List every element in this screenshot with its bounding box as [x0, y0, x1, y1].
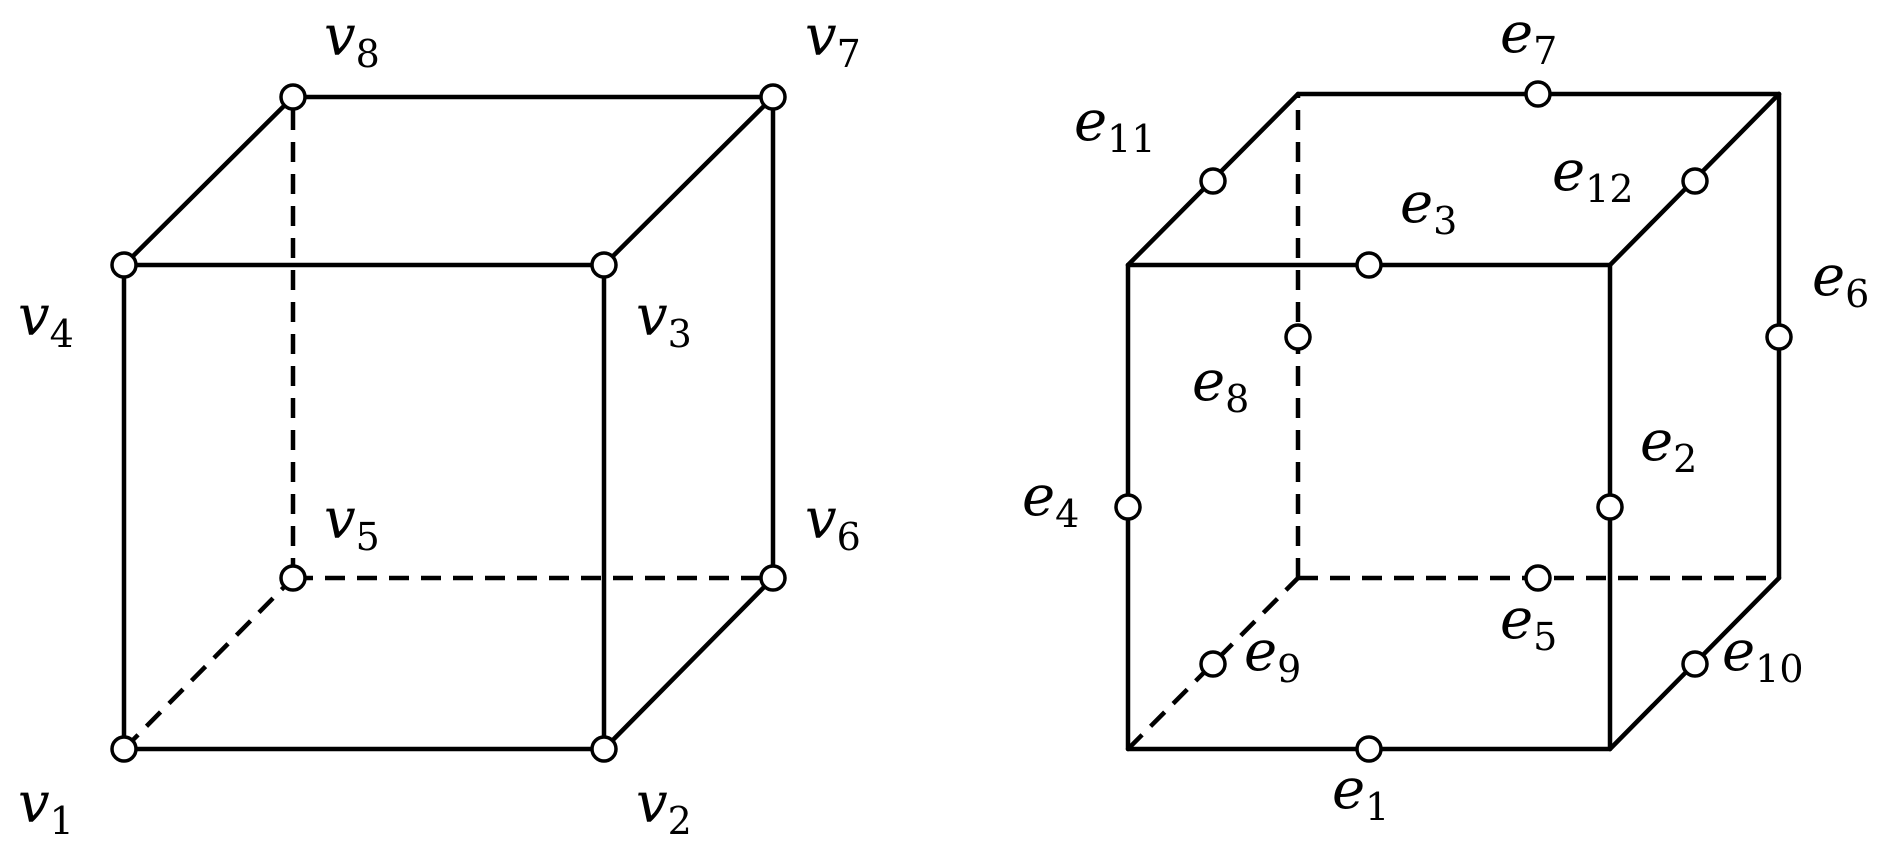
node-v1	[110, 735, 138, 763]
node-v5	[279, 564, 307, 592]
edge-v3-v7	[601, 94, 776, 268]
label-e7: e7	[1500, 1, 1557, 73]
edge-v2-v6	[601, 575, 776, 752]
label-e5: e5	[1500, 587, 1557, 659]
label-e6: e6	[1812, 244, 1869, 316]
edge-v1-v5	[122, 576, 295, 751]
label-e10: e10	[1722, 619, 1804, 691]
node-v7	[759, 83, 787, 111]
label-e1: e1	[1332, 757, 1389, 829]
label-e11: e11	[1074, 89, 1156, 161]
edge-v8-v4	[121, 94, 296, 268]
edge-cube: e1 e2 e3 e4 e5 e6 e7 e8 e9 e10 e11 e12	[1022, 1, 1869, 829]
label-v5: v5	[324, 487, 380, 559]
node-e3	[1355, 251, 1383, 279]
label-v4: v4	[18, 284, 74, 356]
node-e4	[1114, 493, 1142, 521]
label-e12: e12	[1552, 139, 1634, 211]
node-e2	[1596, 493, 1624, 521]
label-e3: e3	[1400, 171, 1457, 243]
node-e10	[1681, 650, 1709, 678]
label-e9: e9	[1244, 619, 1301, 691]
label-v7: v7	[805, 4, 861, 76]
node-e9	[1199, 650, 1227, 678]
label-v3: v3	[636, 284, 692, 356]
node-v8	[279, 83, 307, 111]
node-e1	[1355, 735, 1383, 763]
edge-e9	[1126, 576, 1300, 751]
label-e4: e4	[1022, 464, 1079, 536]
label-e2: e2	[1640, 409, 1697, 481]
node-v3	[590, 251, 618, 279]
vertex-cube: v1 v2 v3 v4 v5 v6 v7 v8	[18, 4, 861, 843]
node-e7	[1524, 80, 1552, 108]
node-e5	[1524, 564, 1552, 592]
node-e6	[1765, 323, 1793, 351]
label-e8: e8	[1192, 349, 1249, 421]
node-e11	[1199, 167, 1227, 195]
node-v4	[110, 251, 138, 279]
label-v2: v2	[636, 771, 692, 843]
node-e12	[1681, 167, 1709, 195]
label-v8: v8	[324, 4, 380, 76]
node-v2	[590, 735, 618, 763]
node-e8	[1284, 323, 1312, 351]
label-v6: v6	[805, 487, 861, 559]
node-v6	[759, 564, 787, 592]
label-v1: v1	[18, 771, 74, 843]
